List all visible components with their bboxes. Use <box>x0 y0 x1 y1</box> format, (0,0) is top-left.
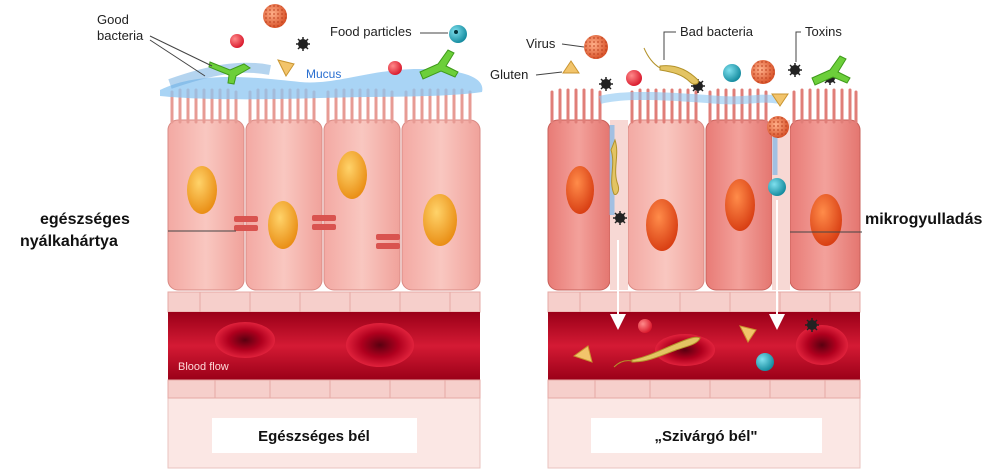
gluten-particle <box>771 93 789 107</box>
gluten-label: Gluten <box>490 67 528 82</box>
gluten-pointer <box>535 71 563 76</box>
microinflammation-label: mikrogyulladás <box>865 211 982 228</box>
good-bacteria <box>208 49 459 85</box>
bad-bacteria-pointer <box>663 31 676 60</box>
cell-nucleus <box>810 194 842 246</box>
leaky-caption: „Szivárgó bél" <box>655 428 758 445</box>
food-particle-teal <box>756 353 774 371</box>
blood-flow-label: Blood flow <box>178 361 229 373</box>
bad-bacteria <box>610 138 619 195</box>
cell-nucleus <box>423 194 457 246</box>
red-blood-cell <box>346 323 414 367</box>
bad-bacteria <box>631 336 701 363</box>
mucus-label: Mucus <box>306 67 341 81</box>
food-particle-red <box>626 70 642 86</box>
food-particle-teal <box>449 25 467 43</box>
toxins-pointer <box>795 31 801 62</box>
good-bacteria-label-line1: Good <box>97 12 129 27</box>
gluten-particle <box>572 345 593 363</box>
microvilli <box>550 88 858 124</box>
healthy-mucosa-label-line2: nyálkahártya <box>20 233 118 250</box>
cell-nucleus <box>187 166 217 214</box>
vessel-wall-bottom <box>167 379 481 399</box>
good-bacteria-label-line2: bacteria <box>97 28 144 43</box>
food-particle-red <box>230 34 244 48</box>
healthy-caption-box <box>212 418 417 453</box>
red-blood-cell <box>655 334 715 366</box>
red-blood-cell <box>796 325 848 365</box>
gluten-particle <box>562 60 580 74</box>
toxins-label: Toxins <box>805 24 842 39</box>
mucus-layer <box>598 91 781 105</box>
leaky-caption-box <box>591 418 822 453</box>
vessel-wall-bottom <box>547 379 861 399</box>
bad-bacteria <box>659 65 699 85</box>
vessel-wall-top <box>167 291 481 313</box>
vessel-wall-top <box>547 291 861 313</box>
leaky-panel: Virus Gluten Bad bacteria Toxins mikrogy… <box>490 24 982 469</box>
microvilli <box>170 88 472 124</box>
cell-nucleus <box>646 199 678 251</box>
good-bacteria-pointer <box>149 35 213 77</box>
gluten-particle <box>739 325 757 343</box>
food-particle-red <box>388 61 402 75</box>
healthy-mucosa-label-line1: egészséges <box>40 211 130 228</box>
food-particle-red <box>638 319 652 333</box>
good-bacteria <box>811 55 851 86</box>
mucus-layer <box>160 68 483 100</box>
bad-bacteria-label: Bad bacteria <box>680 24 754 39</box>
healthy-caption: Egészséges bél <box>258 428 370 445</box>
red-blood-cell <box>215 322 275 358</box>
cell-nucleus <box>725 179 755 231</box>
cell-nucleus <box>337 151 367 199</box>
epithelial-cells <box>167 119 481 291</box>
cell-nucleus <box>566 166 594 214</box>
food-particles-label: Food particles <box>330 24 412 39</box>
tight-junctions <box>234 215 400 249</box>
epithelial-cells <box>547 119 861 291</box>
epithelial-cell <box>323 119 401 291</box>
healthy-panel: Blood flow <box>20 4 483 469</box>
food-particle-teal <box>723 64 741 82</box>
gluten-particle <box>277 59 295 77</box>
virus-label: Virus <box>526 36 556 51</box>
cell-nucleus <box>268 201 298 249</box>
food-particle-teal <box>768 178 786 196</box>
virus-pointer <box>561 43 585 48</box>
